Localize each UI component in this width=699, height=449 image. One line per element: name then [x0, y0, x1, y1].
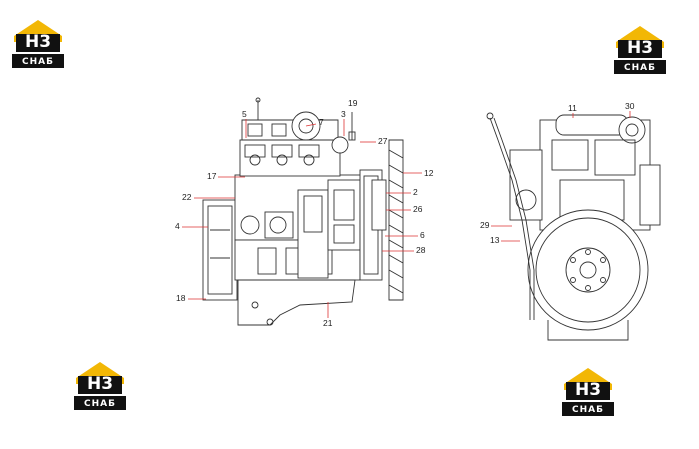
callout-3: 3 [341, 109, 346, 119]
callout-7: 7 [319, 117, 324, 127]
callout-11: 11 [568, 103, 577, 113]
callout-2: 2 [413, 187, 418, 197]
logo-mark: H3 [626, 38, 654, 58]
brand-logo-top-left: H3 CHAБ [10, 20, 66, 68]
brand-logo-top-right: H3 CHAБ [612, 26, 668, 74]
callout-26: 26 [413, 204, 423, 214]
callout-30: 30 [625, 101, 635, 111]
callout-6: 6 [420, 230, 425, 240]
callout-18: 18 [176, 293, 186, 303]
callout-27: 27 [378, 136, 388, 146]
logo-text: CHAБ [572, 405, 604, 415]
logo-text: CHAБ [624, 63, 656, 73]
callout-21: 21 [323, 318, 333, 328]
callout-labels: 5 7 3 19 27 12 17 22 2 26 4 6 28 18 21 1… [175, 98, 635, 328]
callout-5: 5 [242, 109, 247, 119]
callout-19: 19 [348, 98, 358, 108]
logo-mark: H3 [86, 374, 114, 394]
brand-logo-bottom-right: H3 CHAБ [560, 368, 616, 416]
logo-mark: H3 [574, 380, 602, 400]
callout-17: 17 [207, 171, 217, 181]
callout-13: 13 [490, 235, 500, 245]
logo-mark: H3 [24, 32, 52, 52]
callout-4: 4 [175, 221, 180, 231]
engine-side-view [202, 97, 404, 326]
callout-29: 29 [480, 220, 490, 230]
callout-22: 22 [182, 192, 192, 202]
engine-rear-view [486, 112, 661, 341]
callout-12: 12 [424, 168, 434, 178]
callout-28: 28 [416, 245, 426, 255]
logo-text: CHAБ [22, 57, 54, 67]
logo-text: CHAБ [84, 399, 116, 409]
brand-logo-bottom-left: H3 CHAБ [72, 362, 128, 410]
